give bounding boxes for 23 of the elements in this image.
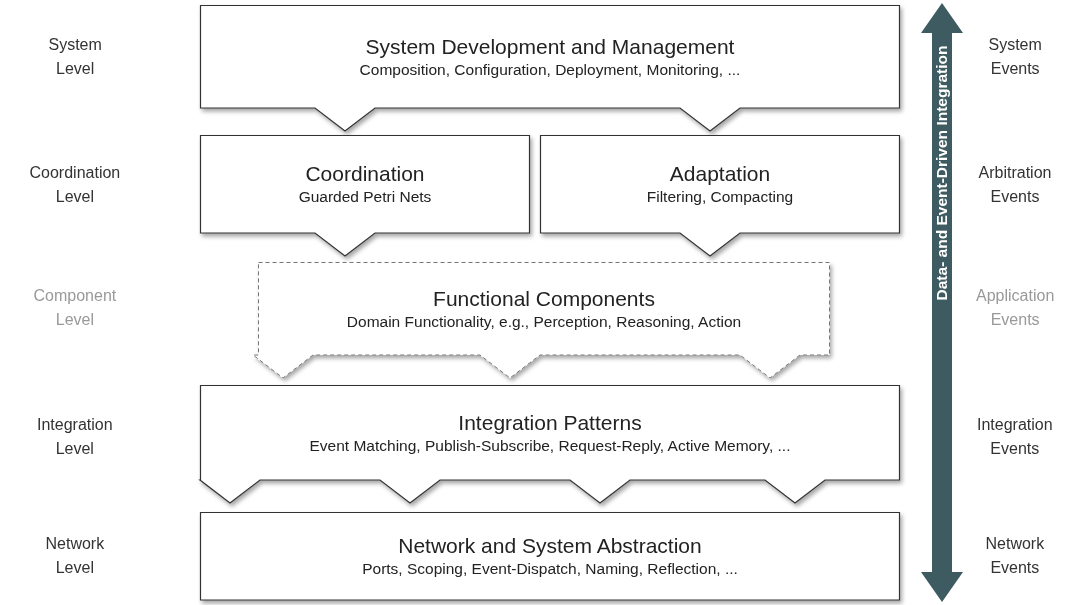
vertical-label: Data- and Event-Driven Integration bbox=[932, 45, 951, 301]
level-label: Component Level bbox=[33, 286, 117, 330]
layer-subtitle: Filtering, Compacting bbox=[646, 187, 794, 207]
level-label: Integration Level bbox=[37, 415, 113, 459]
level-label: Coordination Level bbox=[29, 163, 121, 207]
layer-title: System Development and Management bbox=[365, 33, 735, 60]
layer-title: Adaptation bbox=[669, 161, 771, 187]
level-label: Integration Events bbox=[977, 415, 1053, 459]
level-label: Application Events bbox=[976, 286, 1055, 330]
layer-subtitle: Domain Functionality, e.g., Perception, Reasoning, Action bbox=[346, 311, 742, 332]
level-label: System Level bbox=[48, 35, 102, 79]
layer-title: Integration Patterns bbox=[458, 409, 642, 436]
layer-title: Functional Components bbox=[433, 285, 655, 312]
level-label: Network Level bbox=[45, 534, 105, 578]
layer-title: Network and System Abstraction bbox=[398, 533, 702, 559]
level-label: System Events bbox=[988, 35, 1042, 79]
level-label: Network Events bbox=[985, 534, 1045, 578]
layer-subtitle: Guarded Petri Nets bbox=[298, 187, 432, 207]
level-label: Arbitration Events bbox=[978, 163, 1052, 207]
layer-subtitle: Ports, Scoping, Event-Dispatch, Naming, Reflection, ... bbox=[362, 559, 738, 579]
layer-subtitle: Composition, Configuration, Deployment, Monitoring, ... bbox=[359, 59, 741, 80]
layer-subtitle: Event Matching, Publish-Subscribe, Request-Reply, Active Memory, ... bbox=[309, 435, 791, 456]
layer-title: Coordination bbox=[305, 161, 425, 187]
